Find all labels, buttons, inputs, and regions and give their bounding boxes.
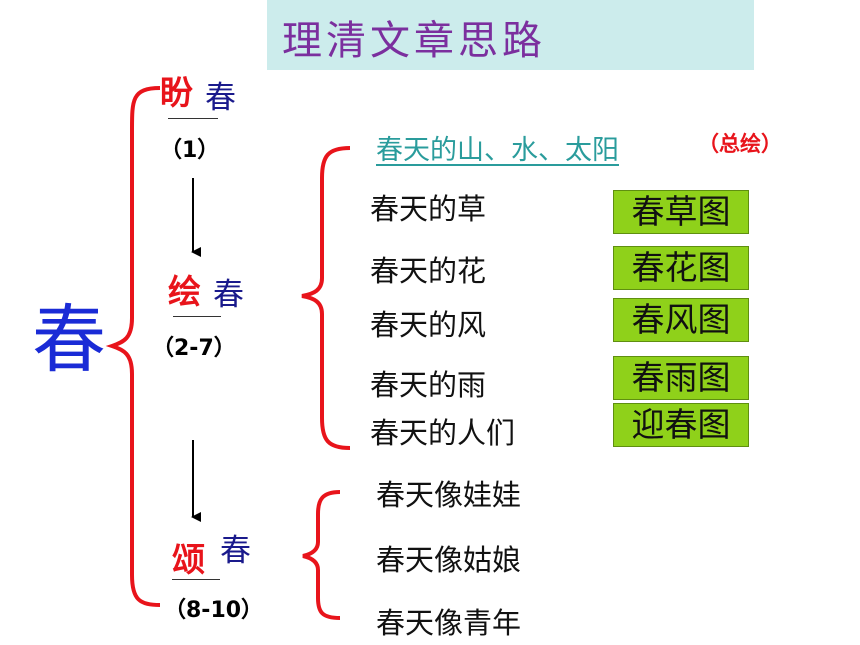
praise-brace	[302, 490, 341, 620]
picture-label: 春花图	[613, 246, 749, 290]
main-brace	[105, 86, 161, 607]
stage-2-underline	[173, 316, 221, 317]
stage-2-suffix: 春	[213, 277, 244, 313]
picture-label: 春雨图	[613, 356, 749, 400]
picture-label: 春风图	[613, 298, 749, 342]
paint-summary-note: （总绘）	[698, 132, 782, 156]
stage-1-range: （1）	[160, 138, 220, 163]
stage-2-key: 绘	[168, 272, 201, 311]
stage-3-underline	[172, 579, 220, 580]
paint-item: 春天的花	[370, 254, 487, 288]
paint-item: 春天的人们	[370, 416, 516, 450]
praise-item: 春天像姑娘	[376, 543, 522, 577]
stage-3-key: 颂	[172, 540, 205, 579]
paint-summary: 春天的山、水、太阳	[376, 135, 619, 166]
stage-1-key: 盼	[160, 73, 193, 112]
praise-item: 春天像青年	[376, 606, 522, 640]
stage-1-suffix: 春	[205, 80, 236, 116]
paint-brace	[301, 146, 351, 450]
stage-3-range: （8-10）	[164, 598, 264, 623]
stage-2-range: （2-7）	[152, 336, 236, 361]
title-banner	[267, 0, 754, 70]
praise-item: 春天像娃娃	[376, 478, 522, 512]
paint-item: 春天的草	[370, 192, 487, 226]
picture-label: 迎春图	[613, 403, 749, 447]
main-topic: 春	[32, 297, 106, 383]
paint-item: 春天的雨	[370, 368, 487, 402]
paint-item: 春天的风	[370, 308, 487, 342]
stage-1-underline	[168, 118, 218, 119]
stage-3-suffix: 春	[220, 533, 251, 569]
page-title: 理清文章思路	[282, 18, 546, 64]
picture-label: 春草图	[613, 190, 749, 234]
